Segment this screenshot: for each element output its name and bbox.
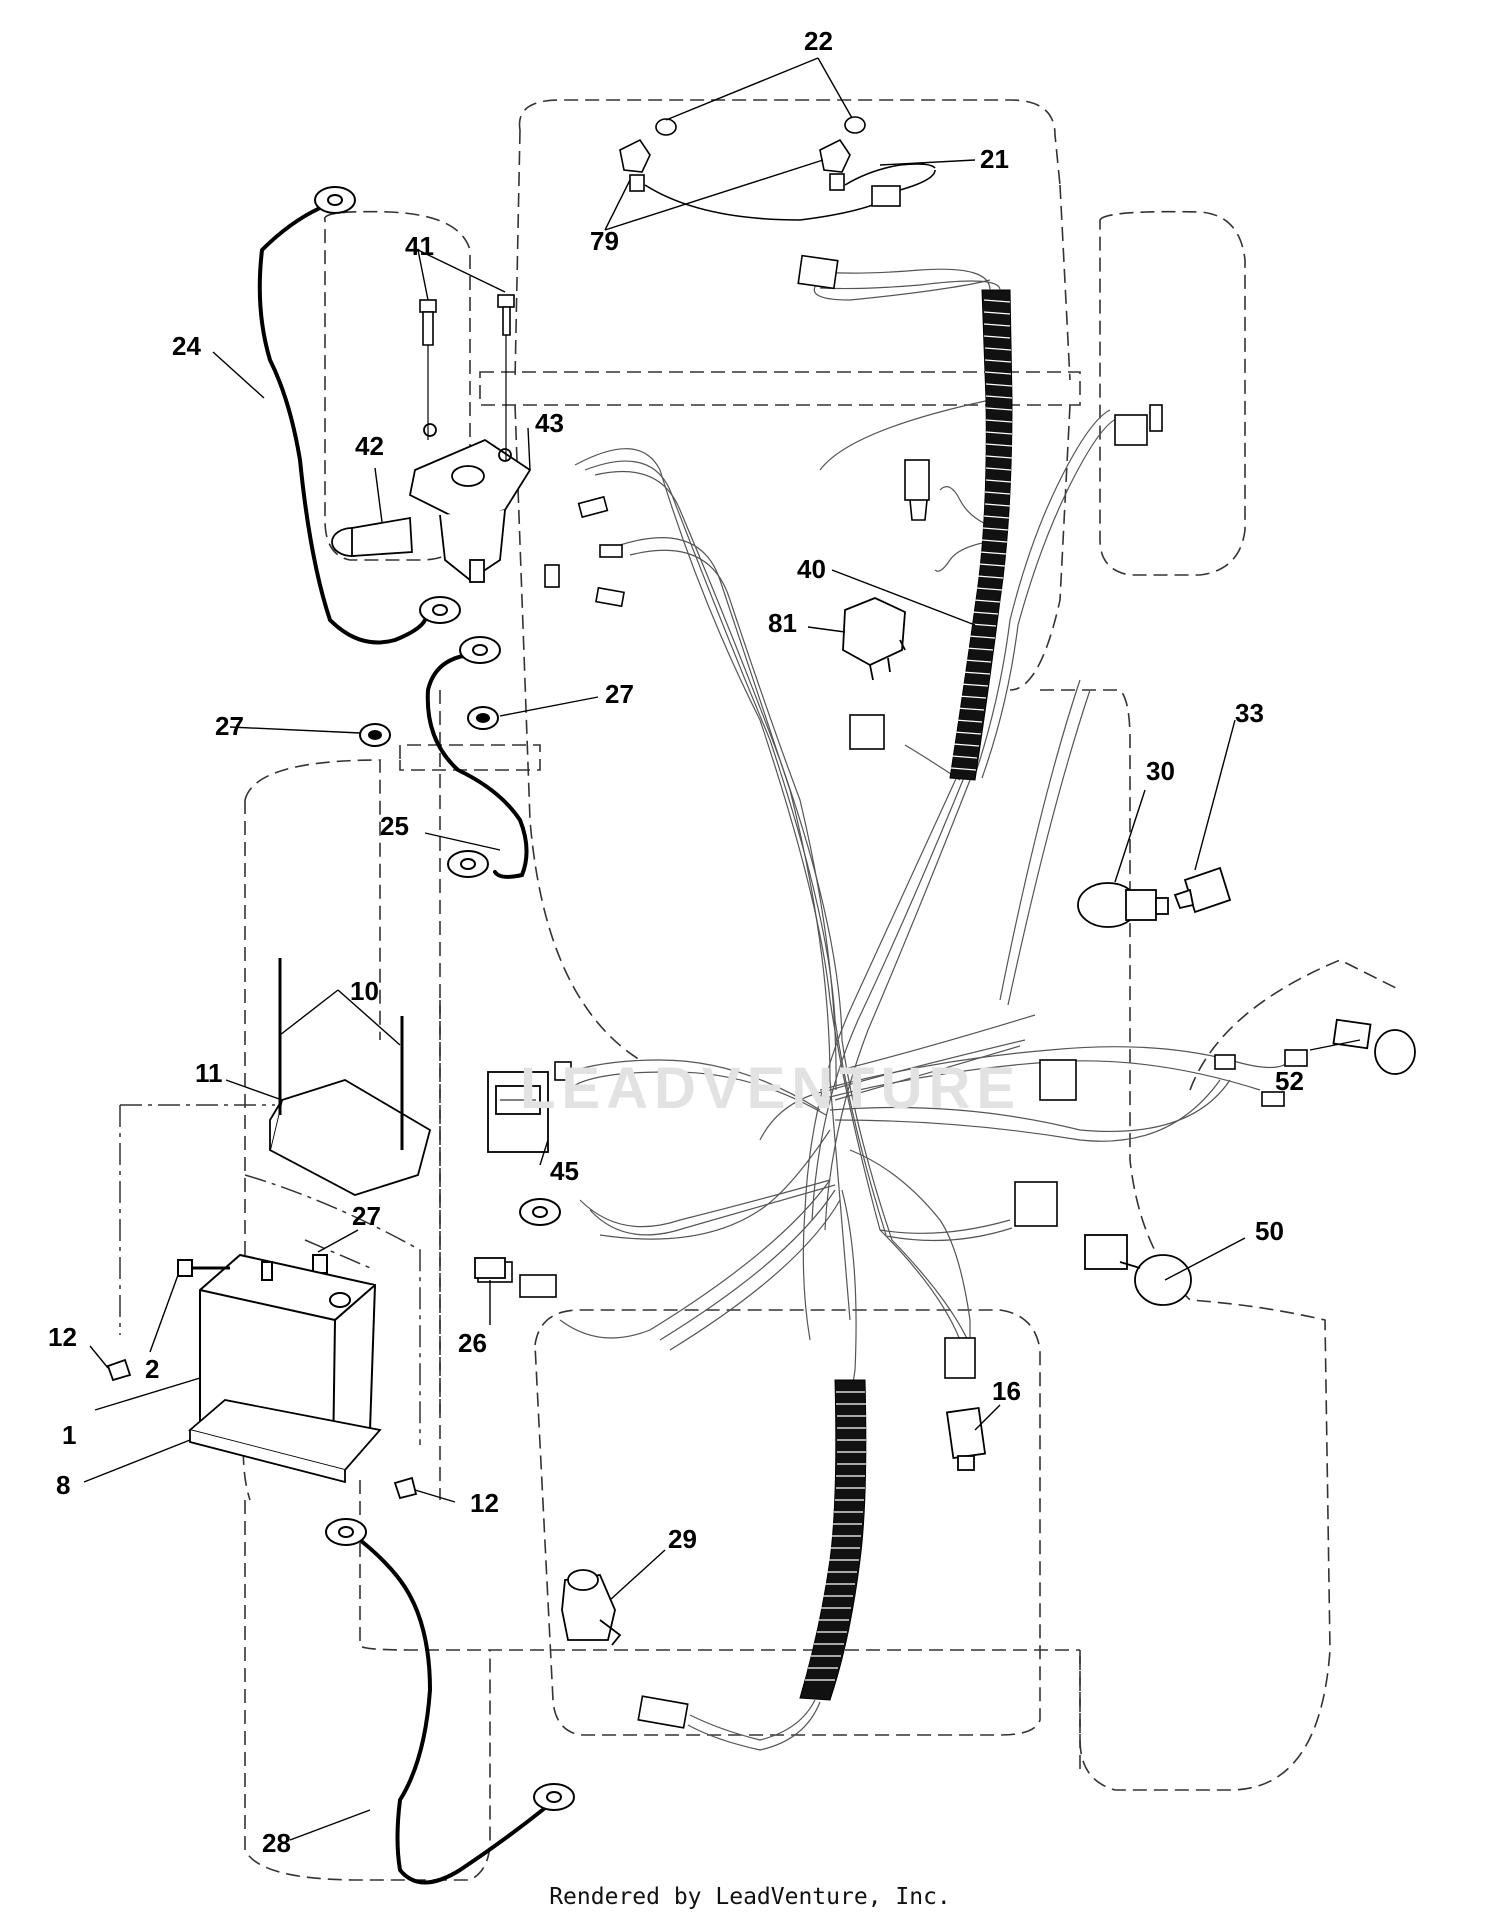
callout-40: 40	[797, 554, 826, 584]
callout-79: 79	[590, 226, 619, 256]
callout-21: 21	[980, 144, 1009, 174]
interlock-switch	[945, 1406, 987, 1471]
retainer-clips	[106, 1358, 418, 1500]
ignition-switch	[1077, 882, 1169, 928]
callout-29: 29	[668, 1524, 697, 1554]
callout-27-right: 27	[605, 679, 634, 709]
callout-81: 81	[768, 608, 797, 638]
callout-10: 10	[350, 976, 379, 1006]
battery-cables	[257, 206, 547, 1885]
callout-25: 25	[380, 811, 409, 841]
harness-wires-lower	[687, 268, 1001, 1751]
hex-nuts	[312, 706, 499, 1274]
callout-27-battery: 27	[352, 1201, 381, 1231]
callout-26: 26	[458, 1328, 487, 1358]
callout-27-left: 27	[215, 711, 244, 741]
callout-24: 24	[172, 331, 201, 361]
callout-12-left: 12	[48, 1322, 77, 1352]
callout-28: 28	[262, 1828, 291, 1858]
callout-22: 22	[804, 26, 833, 56]
hour-meter	[487, 1071, 549, 1153]
fuse-holder	[474, 1257, 506, 1279]
leader-lines	[83, 57, 1361, 1841]
battery-tray	[188, 1399, 382, 1484]
callout-30: 30	[1146, 756, 1175, 786]
light-bulb	[1332, 1018, 1416, 1075]
callout-2: 2	[145, 1354, 159, 1384]
callout-42: 42	[355, 431, 384, 461]
headlight-wire-connector	[797, 254, 1163, 446]
callout-8: 8	[56, 1470, 70, 1500]
callout-labels: 22 21 79 41 24 42 43 40 81 27 27 33 30 2…	[48, 26, 1304, 1858]
callout-1: 1	[62, 1420, 76, 1450]
callout-41: 41	[405, 231, 434, 261]
seat-switch	[1173, 866, 1232, 914]
battery-mount-reference	[119, 1104, 421, 1445]
callout-33: 33	[1235, 698, 1264, 728]
solenoid-bracket	[331, 516, 413, 557]
callout-52: 52	[1275, 1066, 1304, 1096]
watermark: LEADVENTURE	[520, 1056, 1022, 1121]
callout-12-right: 12	[470, 1488, 499, 1518]
callout-50: 50	[1255, 1216, 1284, 1246]
callout-45: 45	[550, 1156, 579, 1186]
harness-connectors	[477, 459, 1308, 1729]
harness-loom-upper	[949, 289, 1013, 781]
ring-terminals	[314, 186, 575, 1811]
callout-43: 43	[535, 408, 564, 438]
starter-solenoid	[408, 423, 532, 583]
headlight-assembly	[619, 116, 936, 221]
harness-loom-lower	[799, 1379, 867, 1701]
pto-switch	[1084, 1234, 1192, 1306]
callout-16: 16	[992, 1376, 1021, 1406]
footer-credit: Rendered by LeadVenture, Inc.	[549, 1884, 951, 1910]
harness-wires	[559, 279, 1291, 1391]
relay	[842, 597, 906, 681]
brake-switch	[561, 1569, 622, 1646]
callout-11: 11	[195, 1058, 223, 1088]
battery-hold-down	[268, 958, 432, 1196]
